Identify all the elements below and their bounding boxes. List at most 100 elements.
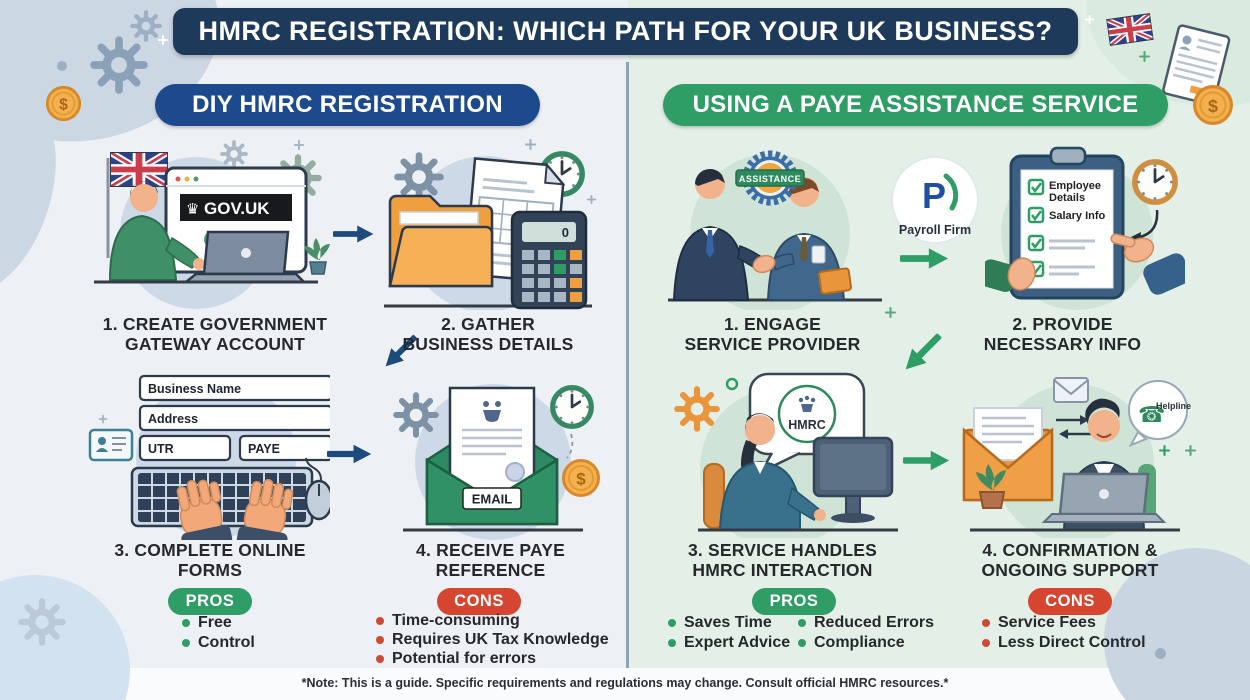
plus-decor [524,138,537,151]
right-column-header: USING A PAYE ASSISTANCE SERVICE [663,84,1168,126]
hmrc-speech-bubble: HMRC [748,372,866,475]
right-cons-pill: CONS [1028,588,1112,615]
left-cons-item: Time-consuming [376,612,520,630]
form-field-paye[interactable]: PAYE [238,434,330,462]
illustration-provide-necessary-info: Employee Details Salary Info [985,146,1185,310]
right-pros-pill: PROS [752,588,836,615]
payroll-logo-letter: P [922,175,946,216]
left-column-header: DIY HMRC REGISTRATION [155,84,540,126]
clock-icon [1135,162,1175,202]
bullet-dot [668,619,676,627]
checkbox-icon[interactable] [1027,234,1045,252]
svg-text:Employee: Employee [1049,180,1101,192]
envelope-icon [1053,377,1089,403]
govuk-label: GOV.UK [204,199,270,218]
form-field-utr[interactable]: UTR [138,434,232,462]
hmrc-label: HMRC [788,418,826,432]
payroll-firm-label: Payroll Firm [899,223,971,237]
gear-icon [94,40,144,90]
plus-decor [1084,14,1095,25]
bullet-dot [376,617,384,625]
calculator-icon: 0 [510,210,588,310]
svg-text:PAYE: PAYE [248,442,280,456]
calculator-buttons [522,250,582,302]
svg-text:Salary Info: Salary Info [1049,210,1106,222]
form-field-address[interactable]: Address [138,404,330,432]
plus-decor [157,34,169,46]
svg-text:UTR: UTR [148,442,174,456]
crest-icon [483,401,501,422]
decor-dot [1155,648,1166,659]
right-pros-item: Expert Advice [668,634,790,652]
form-field-business-name[interactable]: Business Name [138,374,330,402]
decor-dashes [566,433,574,459]
illustration-receive-paye-reference: EMAIL [375,384,600,540]
envelope-with-letter: EMAIL [425,386,559,526]
crown-icon: ♛ [186,200,199,218]
left-cons-item: Requires UK Tax Knowledge [376,631,609,649]
govuk-bar [180,194,292,221]
bullet-dot [376,636,384,644]
gear-icon [396,395,436,435]
flow-arrow-right [900,246,950,271]
checkbox-icon[interactable] [1027,178,1045,196]
email-label: EMAIL [462,487,522,510]
right-pros-item: Saves Time [668,614,772,632]
gear-icon [677,389,717,429]
illustration-create-gateway-account: ♛ GOV.UK [94,138,330,309]
folder-icon [388,194,494,288]
left-cons-pill: CONS [437,588,521,615]
bullet-dot [376,655,384,663]
pointing-hand-right [1110,233,1185,295]
plus-decor [586,194,597,205]
monitor-icon [812,436,894,523]
dollar-coin-icon [45,85,82,122]
right-pros-item: Reduced Errors [798,614,934,632]
decor-ring [725,377,739,391]
folder-icon [818,267,852,295]
clock-icon [553,388,592,427]
laptop-icon [1041,472,1167,523]
assistance-badge-icon: ASSISTANCE [735,150,805,206]
typing-hand-left [176,479,233,540]
plus-decor [1158,444,1171,457]
left-pros-pill: PROS [168,588,252,615]
bullet-dot [668,639,676,647]
right-cons-item: Less Direct Control [982,634,1146,652]
calculator-display: 0 [562,225,569,240]
handshake [752,254,776,274]
phone-icon: ☎ [1138,403,1165,428]
id-card-icon [88,428,134,462]
svg-text:EMAIL: EMAIL [472,492,513,507]
union-jack-flag-icon [110,152,168,187]
helpline-bubble: ☎ Helpline [1128,380,1191,447]
flow-arrow-right [333,222,375,246]
document-icon [1162,24,1231,106]
union-jack-flag-icon [1106,13,1153,45]
dollar-coin-icon [1193,85,1233,125]
illustration-engage-service-provider: ASSISTANCE OR P Payroll Firm [668,150,979,310]
bullet-dot [182,639,190,647]
left-cons-item: Potential for errors [376,650,536,668]
decor-top-right [1100,8,1233,125]
right-pros-item: Compliance [798,634,905,652]
illustration-gather-business-details: 0 [384,138,597,310]
left-pros-item: Control [182,634,255,652]
envelope-with-letter [962,407,1054,502]
svg-text:Address: Address [148,412,198,426]
footer-note: *Note: This is a guide. Specific require… [301,676,949,690]
column-divider [626,62,629,668]
service-agent-figure [718,413,826,531]
mouse-icon [304,457,330,521]
right-cons-item: Service Fees [982,614,1096,632]
clipboard-icon: Employee Details Salary Info [1009,146,1125,300]
plant-icon [304,238,330,275]
checkbox-icon[interactable] [1027,206,1045,224]
illustration-service-handles-hmrc: HMRC [658,372,898,538]
